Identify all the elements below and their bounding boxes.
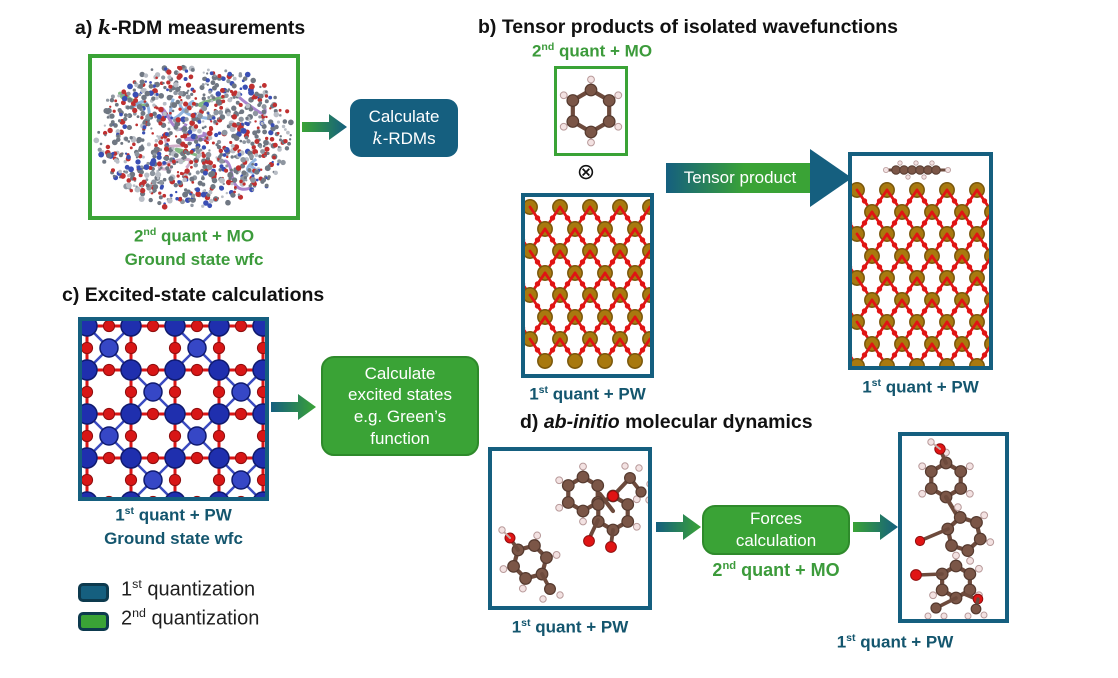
panel-b-crystal-label: 1st quant + PW — [529, 384, 646, 404]
panel-d-left-box — [488, 447, 652, 610]
panel-d-right-box — [898, 432, 1009, 623]
panel-c-caption-quant: 1st quant + PW — [115, 505, 232, 525]
tensor-product-arrow-icon — [666, 149, 852, 207]
result-lattice-figure — [852, 160, 989, 366]
panel-c-title: c) Excited-state calculations — [62, 284, 325, 306]
panel-d-title: d) ab-initio molecular dynamics — [520, 411, 813, 433]
calc-krdms-line2: k-RDMs — [372, 128, 436, 149]
panel-a-title: a) k-RDM measurements — [75, 16, 306, 39]
calc-excited-line4: function — [370, 428, 430, 448]
arrow-a-icon — [302, 114, 347, 140]
calc-excited-line2: excited states — [348, 385, 452, 405]
benzene-figure — [559, 75, 623, 147]
protein-cloud-figure — [93, 64, 294, 210]
arrow-c-icon — [271, 394, 316, 420]
blue-lattice-figure — [82, 321, 265, 497]
organic-left-figure — [498, 462, 648, 603]
tensor-product-operator: ⊗ — [576, 159, 596, 184]
legend-label-first-quantization: 1st quantization — [121, 577, 256, 601]
panel-d-left-label: 1st quant + PW — [511, 617, 629, 637]
panel-d-right-label: 1st quant + PW — [836, 632, 954, 652]
panel-a-caption-quant: 2nd quant + MO — [133, 226, 255, 246]
panel-b-molecule-box — [554, 66, 628, 156]
legend-swatch-second-quantization — [78, 612, 109, 631]
tensor-product-arrow-label: Tensor product — [683, 168, 797, 187]
panel-d-mo-label: 2nd quant + MO — [712, 560, 840, 580]
forces-calculation-box: Forces calculation — [702, 505, 850, 555]
panel-b-crystal-box — [521, 193, 654, 378]
arrow-d2-icon — [853, 514, 898, 540]
arrow-d1-icon — [656, 514, 701, 540]
forces-line1: Forces — [750, 509, 802, 529]
calculate-krdms-box: Calculate k-RDMs — [350, 99, 458, 157]
panel-c-image-box — [78, 317, 269, 501]
panel-b-result-box — [848, 152, 993, 370]
legend-label-second-quantization: 2nd quantization — [121, 606, 260, 630]
gold-lattice-figure — [525, 199, 650, 369]
panel-b-title: b) Tensor products of isolated wavefunct… — [478, 16, 899, 38]
organic-right-figure — [910, 438, 995, 619]
calc-excited-line3: e.g. Green’s — [353, 407, 447, 426]
calc-excited-line1: Calculate — [364, 363, 436, 383]
forces-line2: calculation — [735, 531, 817, 550]
panel-a-image-box — [88, 54, 300, 220]
legend-swatch-first-quantization — [78, 583, 109, 602]
panel-c-caption-wfc: Ground state wfc — [104, 529, 243, 548]
panel-b-mo-label: 2nd quant + MO — [531, 41, 653, 61]
calculate-excited-states-box: Calculate excited states e.g. Green’s fu… — [321, 356, 479, 456]
calc-krdms-line1: Calculate — [368, 106, 440, 126]
panel-a-caption-wfc: Ground state wfc — [124, 250, 264, 269]
panel-b-result-label: 1st quant + PW — [862, 377, 979, 397]
